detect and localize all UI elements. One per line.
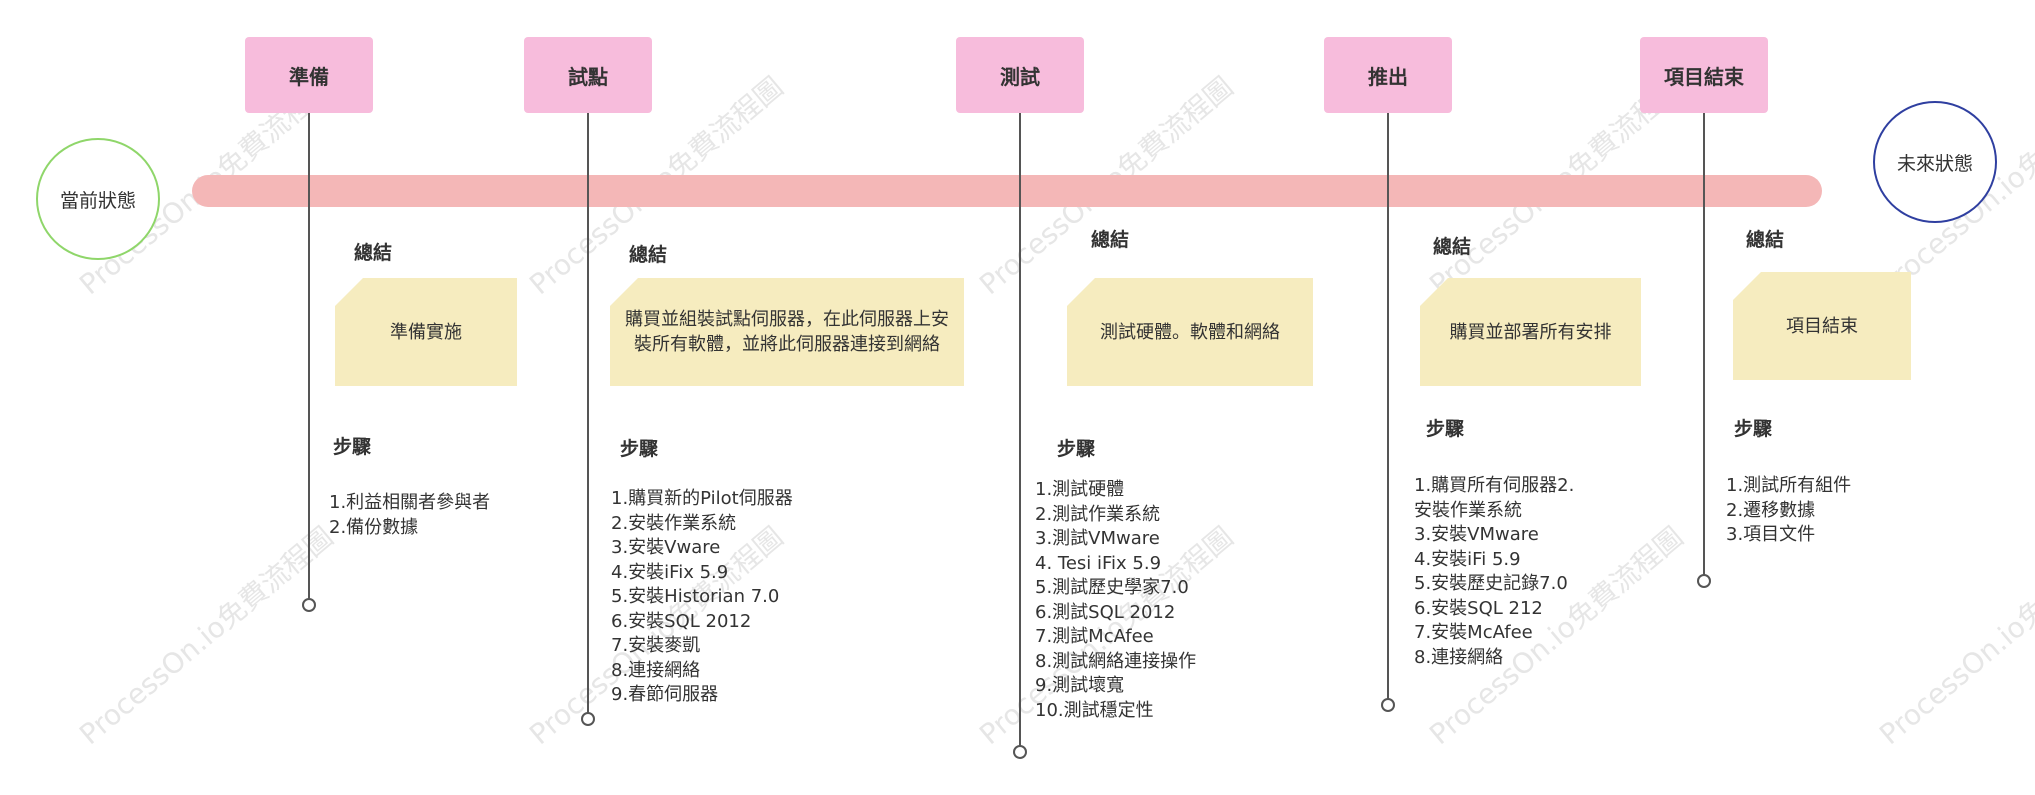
phase-connector	[1019, 113, 1021, 749]
list-item: 2.備份數據	[329, 516, 419, 538]
summary-note: 測試硬體。軟體和網絡	[1067, 278, 1313, 386]
steps-list: 1.測試所有組件 2.遷移數據 3.項目文件	[1726, 474, 1851, 548]
phase-pilot: 試點	[524, 37, 652, 113]
list-item: 9.春節伺服器	[611, 684, 719, 705]
timeline-bar	[192, 175, 1822, 207]
phase-project-end: 項目結束	[1640, 37, 1768, 113]
phase-end-dot	[302, 598, 316, 612]
list-item: 1.測試硬體	[1035, 479, 1125, 500]
summary-text: 購買並組裝試點伺服器，在此伺服器上安裝所有軟體，並將此伺服器連接到網絡	[625, 309, 949, 355]
phase-title: 準備	[289, 64, 329, 89]
current-state-circle: 當前狀態	[36, 138, 160, 260]
summary-text: 項目結束	[1786, 315, 1858, 337]
steps-list: 1.利益相關者參與者 2.備份數據	[329, 491, 490, 540]
list-item: 1.購買所有伺服器2.	[1414, 475, 1575, 496]
list-item: 8.測試網絡連接操作	[1035, 650, 1197, 672]
steps-heading: 步驟	[1734, 418, 1773, 440]
phase-title: 推出	[1368, 64, 1408, 89]
list-item: 9.測試壞寬	[1035, 675, 1125, 696]
list-item: 7.測試McAfee	[1035, 626, 1154, 647]
summary-text: 購買並部署所有安排	[1449, 321, 1612, 343]
steps-heading: 步驟	[1426, 418, 1465, 440]
phase-rollout: 推出	[1324, 37, 1452, 113]
steps-heading: 步驟	[333, 436, 372, 458]
phase-title: 項目結束	[1664, 64, 1744, 89]
list-item: 1.利益相關者參與者	[329, 492, 491, 513]
phase-end-dot	[1381, 698, 1395, 712]
list-item: 10.測試穩定性	[1035, 699, 1154, 721]
phase-connector	[308, 113, 310, 600]
phase-connector	[1703, 113, 1705, 578]
list-item: 1.購買新的Pilot伺服器	[611, 488, 793, 509]
summary-note: 購買並部署所有安排	[1420, 278, 1641, 386]
phase-end-dot	[1697, 574, 1711, 588]
list-item: 7.安裝McAfee	[1414, 622, 1533, 643]
list-item: 4.安裝iFi 5.9	[1414, 548, 1521, 570]
summary-text: 測試硬體。軟體和網絡	[1100, 321, 1280, 343]
future-state-circle: 未來狀態	[1873, 101, 1997, 223]
future-state-label: 未來狀態	[1896, 152, 1973, 175]
current-state-label: 當前狀態	[59, 189, 136, 212]
list-item: 3.安裝VMware	[1414, 524, 1539, 545]
list-item: 4.安裝iFix 5.9	[611, 561, 729, 583]
list-item: 7.安裝麥凱	[611, 635, 701, 656]
steps-heading: 步驟	[1057, 438, 1096, 460]
list-item: 2.安裝作業系統	[611, 512, 737, 534]
summary-heading: 總結	[354, 242, 393, 264]
phase-prepare: 準備	[245, 37, 373, 113]
phase-end-dot	[581, 712, 595, 726]
phase-test: 測試	[956, 37, 1084, 113]
summary-note: 準備實施	[335, 278, 517, 386]
watermark: ProcessOn.io免費流程圖	[73, 520, 340, 752]
list-item: 2.測試作業系統	[1035, 503, 1161, 525]
summary-note: 項目結束	[1733, 272, 1911, 380]
steps-list: 1.購買所有伺服器2. 安裝作業系統 3.安裝VMware 4.安裝iFi 5.…	[1414, 474, 1574, 670]
list-item: 5.安裝歷史記錄7.0	[1414, 573, 1568, 594]
summary-heading: 總結	[1091, 229, 1130, 251]
summary-heading: 總結	[1433, 236, 1472, 258]
summary-heading: 總結	[1746, 229, 1785, 251]
list-item: 6.安裝SQL 212	[1414, 597, 1543, 619]
phase-title: 測試	[1000, 64, 1040, 89]
summary-heading: 總結	[629, 244, 668, 266]
list-item: 6.安裝SQL 2012	[611, 610, 752, 632]
list-item: 5.安裝Historian 7.0	[611, 586, 780, 607]
list-item: 4. Tesi iFix 5.9	[1035, 552, 1162, 574]
list-item: 5.測試歷史學家7.0	[1035, 577, 1189, 598]
watermark: ProcessOn.io免費流程圖	[1873, 520, 2035, 752]
summary-note: 購買並組裝試點伺服器，在此伺服器上安裝所有軟體，並將此伺服器連接到網絡	[610, 278, 964, 386]
list-item: 3.測試VMware	[1035, 528, 1160, 549]
list-item: 6.測試SQL 2012	[1035, 601, 1176, 623]
list-item: 8.連接網絡	[611, 659, 701, 681]
list-item: 1.測試所有組件	[1726, 475, 1852, 496]
list-item: 3.安裝Vware	[611, 537, 721, 558]
phase-end-dot	[1013, 745, 1027, 759]
steps-heading: 步驟	[620, 438, 659, 460]
phase-connector	[1387, 113, 1389, 702]
phase-connector	[587, 113, 589, 714]
list-item: 2.遷移數據	[1726, 499, 1816, 521]
summary-text: 準備實施	[390, 321, 462, 343]
list-item: 安裝作業系統	[1414, 499, 1522, 521]
list-item: 3.項目文件	[1726, 524, 1816, 545]
steps-list: 1.購買新的Pilot伺服器 2.安裝作業系統 3.安裝Vware 4.安裝iF…	[611, 487, 793, 708]
list-item: 8.連接網絡	[1414, 646, 1504, 668]
phase-title: 試點	[568, 64, 608, 89]
steps-list: 1.測試硬體 2.測試作業系統 3.測試VMware 4. Tesi iFix …	[1035, 478, 1196, 723]
